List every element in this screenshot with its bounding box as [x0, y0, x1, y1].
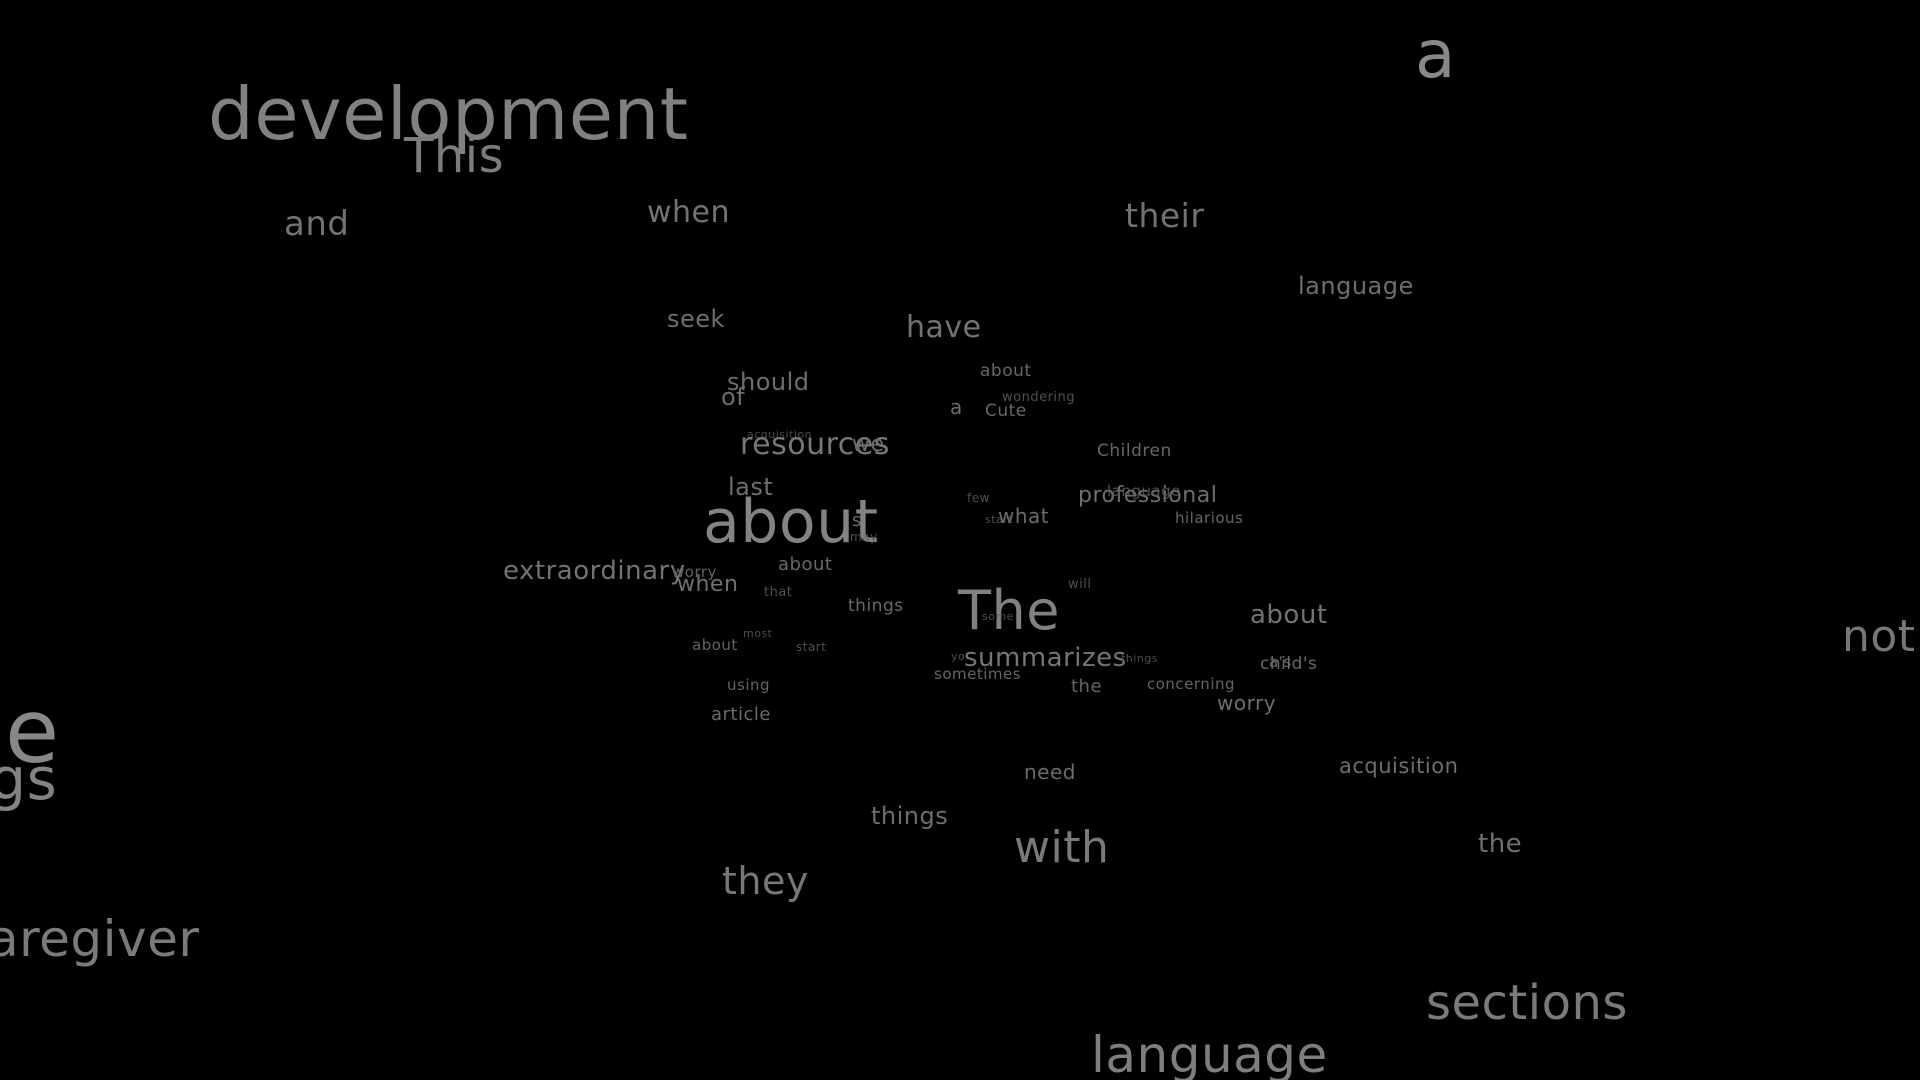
word: last	[728, 473, 774, 501]
word: caregiver	[0, 910, 200, 968]
word: the	[1071, 676, 1103, 697]
word: a	[1415, 16, 1456, 93]
word: and	[284, 204, 350, 244]
word: concerning	[1147, 675, 1236, 693]
word: acquisition	[1339, 754, 1459, 778]
word: things	[1121, 652, 1159, 665]
word: some	[982, 610, 1014, 623]
word: when	[677, 572, 739, 597]
word: ngs	[0, 745, 58, 813]
word: not	[1842, 611, 1916, 662]
word: of	[721, 383, 746, 411]
word: Cute	[985, 401, 1027, 421]
word: seek	[667, 305, 725, 333]
word: development	[208, 72, 689, 156]
word: start	[796, 640, 827, 654]
word: things	[871, 802, 949, 830]
word: their	[1125, 196, 1205, 235]
word: This	[404, 128, 505, 184]
word: Children	[1097, 441, 1172, 461]
word: acquisition	[747, 428, 813, 441]
word: need	[1024, 760, 1076, 784]
word: using	[727, 676, 771, 694]
word: have	[906, 310, 982, 345]
word: article	[711, 704, 771, 725]
word: about	[703, 487, 879, 557]
word: the	[1478, 829, 1523, 859]
word: should	[727, 368, 810, 396]
word: The	[958, 579, 1060, 642]
word: with	[1014, 822, 1110, 873]
word: professional	[1078, 483, 1218, 508]
word: a's	[1269, 653, 1292, 671]
word: sometimes	[934, 665, 1022, 683]
word: most	[743, 627, 773, 640]
word: few	[967, 491, 990, 505]
word: about	[778, 554, 833, 575]
word: a	[950, 395, 963, 419]
word: extraordinary	[503, 556, 686, 586]
word: may	[850, 530, 878, 544]
word: wondering	[1002, 390, 1076, 405]
word: summarizes	[964, 643, 1127, 673]
word: worry	[672, 563, 717, 581]
word: about	[692, 636, 738, 654]
word: yo	[951, 650, 966, 663]
word: le	[0, 680, 60, 783]
word: that	[764, 585, 793, 600]
word: we	[852, 432, 885, 457]
word: when	[647, 195, 731, 230]
word: sections	[1426, 975, 1628, 1031]
word: hilarious	[1175, 509, 1244, 527]
word: language	[1107, 482, 1181, 500]
word: s	[852, 510, 862, 531]
word: child's	[1260, 654, 1318, 674]
word: start	[985, 513, 1014, 526]
word: language	[1091, 1026, 1328, 1080]
word: they	[722, 859, 809, 903]
word: language	[1298, 272, 1414, 300]
word: what	[998, 504, 1050, 528]
word: resources	[740, 427, 890, 462]
word: worry	[1217, 691, 1277, 715]
word: about	[980, 361, 1032, 381]
word: will	[1068, 577, 1092, 592]
word: about	[1250, 600, 1328, 630]
word: things	[848, 596, 904, 616]
